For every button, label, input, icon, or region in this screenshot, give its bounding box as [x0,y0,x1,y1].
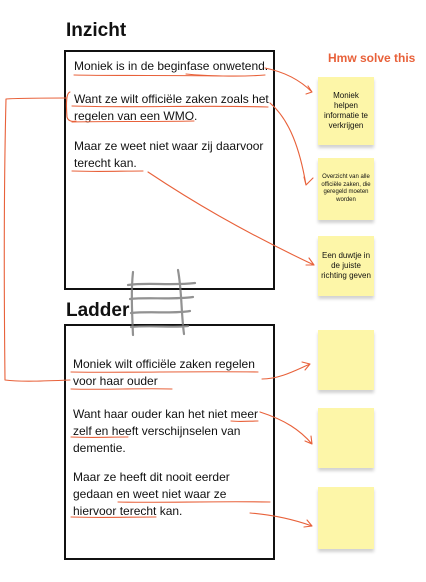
connector-bracket [3,97,71,382]
inzicht-title: Inzicht [66,20,127,41]
underline-onwetend [185,73,266,77]
sticky-note-6 [318,487,374,549]
ladder-paragraph-2: Want haar ouder kan het niet meer zelf e… [73,407,258,455]
arrow-to-sticky-1 [264,67,313,95]
underline-ladder-1b [70,388,173,390]
sticky-note-5 [318,408,374,468]
underline-ladder-3a [117,501,271,503]
ladder-title: Ladder [66,300,130,321]
ladder-paragraph-3: Maar ze heeft dit nooit eerder gedaan en… [73,470,230,518]
sticky-note-3: Een duwtje in de juiste richting geven [318,236,374,296]
arrow-to-sticky-6 [249,512,313,528]
arrow-to-sticky-4 [261,361,311,380]
sticky-note-1: Moniek helpen informatie te verkrijgen [318,77,374,145]
underline-want-1 [71,105,269,108]
arrow-to-sticky-2 [269,102,314,186]
sticky-note-4 [318,330,374,390]
bracket-want [65,91,77,122]
inzicht-paragraph-1: Moniek is in de beginfase onwetend. [74,59,269,73]
inzicht-paragraph-2: Want ze wilt officiële zaken zoals het r… [74,92,269,123]
inzicht-box [64,50,275,290]
arrow-to-sticky-5 [259,411,313,445]
arrow-to-sticky-3 [147,171,315,266]
sticky-note-2: Overzicht van alle officiële zaken, die … [318,158,374,220]
ladder-sketch [126,268,197,337]
underline-want-2 [71,120,195,123]
hmw-title: Hmw solve this [328,51,416,65]
inzicht-paragraph-3: Maar ze weet niet waar zij daarvoor tere… [74,139,264,170]
underline-ladder-1a [70,371,259,373]
ladder-paragraph-1: Moniek wilt officiële zaken regelen voor… [73,357,255,388]
ladder-box [64,324,275,560]
